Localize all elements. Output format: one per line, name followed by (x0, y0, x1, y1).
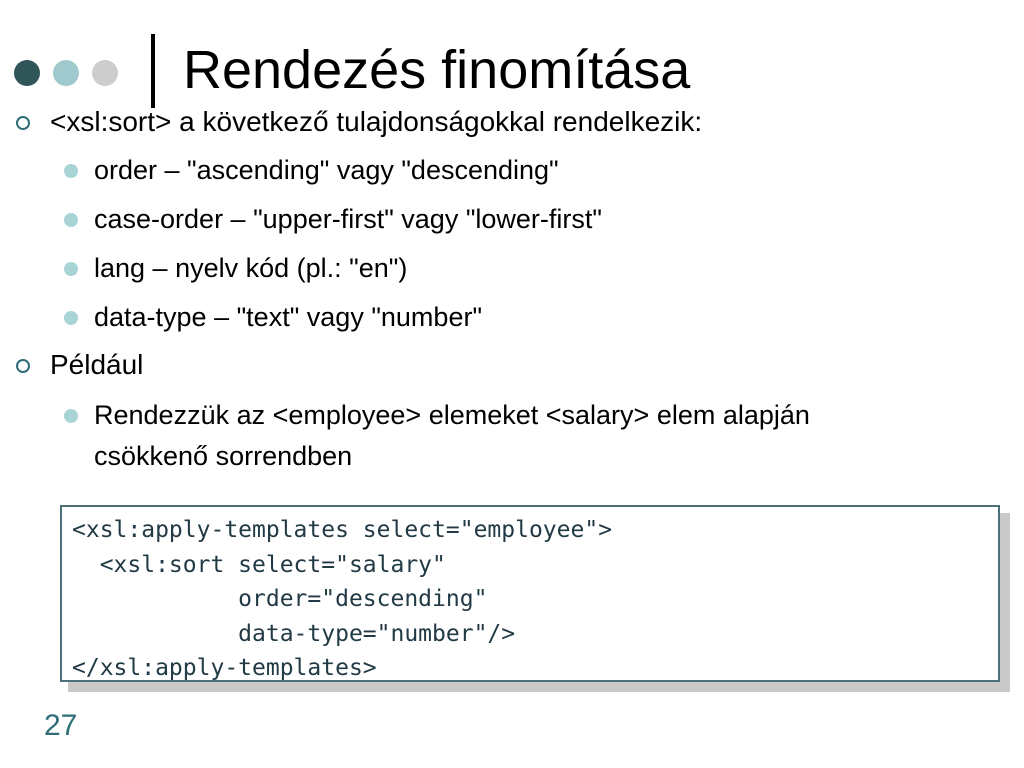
example-heading: Például (50, 349, 144, 380)
code-line: <xsl:apply-templates select="employee"> (72, 517, 613, 543)
attribute-case-order: case-order – "upper-first" vagy "lower-f… (94, 204, 602, 234)
attribute-order: order – "ascending" vagy "descending" (94, 155, 559, 185)
ring-bullet-icon (16, 359, 30, 373)
code-line: order="descending" (72, 586, 488, 612)
example-description-line-2: csökkenő sorrendben (94, 441, 353, 471)
dot-bullet-icon (64, 311, 78, 325)
attribute-lang: lang – nyelv kód (pl.: "en") (94, 253, 408, 283)
gray-dot-icon (92, 60, 118, 86)
attribute-data-type: data-type – "text" vagy "number" (94, 302, 483, 332)
dark-teal-dot-icon (14, 60, 40, 86)
ring-bullet-icon (16, 116, 30, 130)
header-dots (14, 56, 131, 90)
code-line: </xsl:apply-templates> (72, 655, 377, 681)
title-divider (151, 34, 155, 108)
code-line: <xsl:sort select="salary" (72, 551, 446, 578)
code-line: data-type="number"/> (72, 620, 516, 647)
intro-text: <xsl:sort> a következő tulajdonságokkal … (50, 106, 703, 137)
slide-title: Rendezés finomítása (183, 40, 691, 100)
light-teal-dot-icon (53, 60, 79, 86)
dot-bullet-icon (64, 164, 78, 178)
page-number: 27 (44, 709, 78, 742)
code-box: <xsl:apply-templates select="employee"> … (60, 505, 1000, 682)
dot-bullet-icon (64, 213, 78, 227)
dot-bullet-icon (64, 409, 78, 423)
dot-bullet-icon (64, 262, 78, 276)
example-description-line-1: Rendezzük az <employee> elemeket <salary… (94, 400, 810, 430)
